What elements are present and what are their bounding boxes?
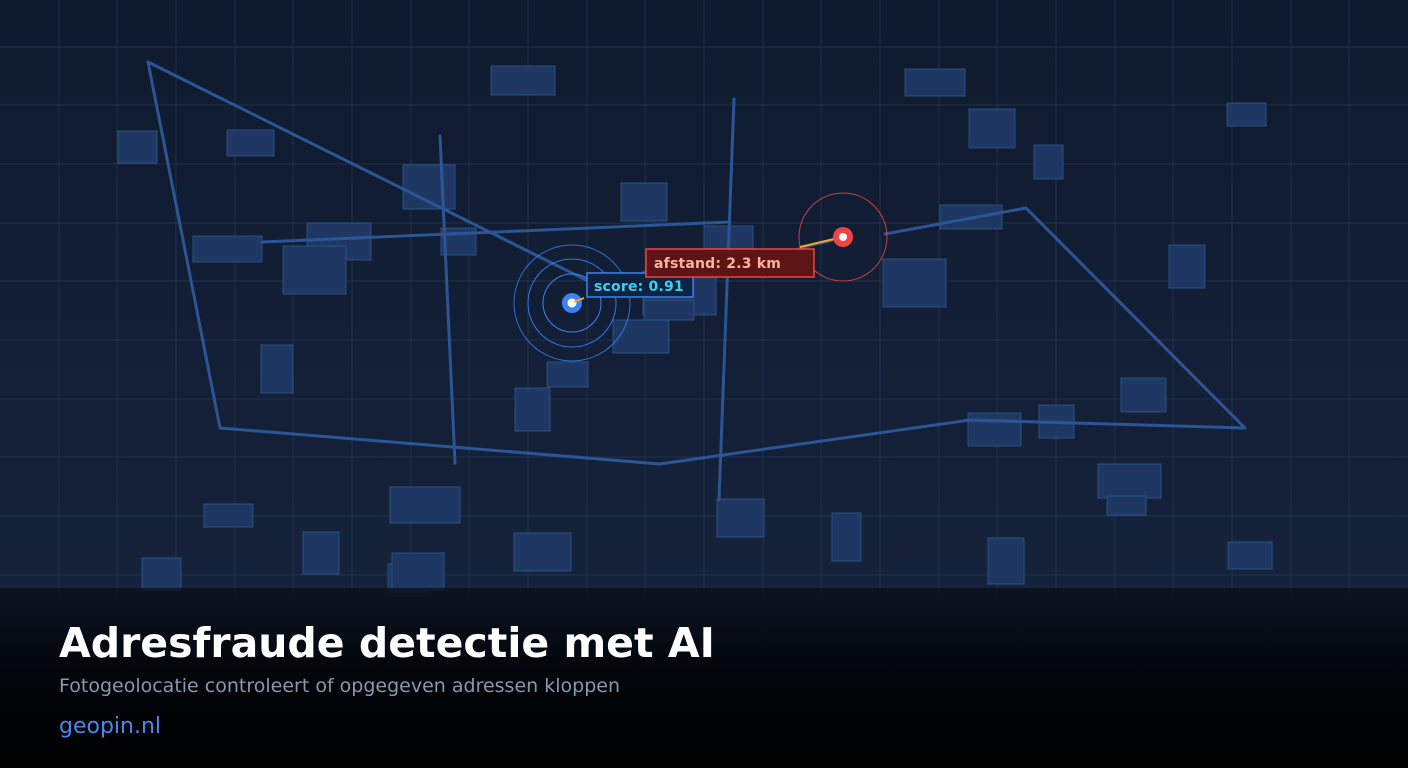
building-blocks xyxy=(117,65,1273,593)
confidence-ring-outer xyxy=(513,244,631,362)
confidence-ring-inner xyxy=(542,273,602,333)
distance-label: afstand: 2.3 km xyxy=(654,256,781,272)
score-label: score: 0.91 xyxy=(594,279,684,295)
confidence-ring-middle xyxy=(527,258,617,348)
website-link[interactable]: geopin.nl xyxy=(59,714,162,739)
address-pin-icon xyxy=(833,227,853,247)
score-tag: score: 0.91 xyxy=(586,272,694,298)
road-western-boundary xyxy=(146,60,1247,466)
photo-location-marker[interactable] xyxy=(513,244,631,362)
distance-tag: afstand: 2.3 km xyxy=(645,248,815,278)
road-north-south-east xyxy=(717,97,736,502)
info-banner xyxy=(0,588,1408,768)
road-central-crossing xyxy=(260,220,732,244)
address-location-marker[interactable] xyxy=(798,192,888,282)
address-radius-ring xyxy=(798,192,888,282)
distance-tag-box xyxy=(645,248,815,278)
camera-location-marker-icon xyxy=(562,293,585,313)
page-title: Adresfraude detectie met AI xyxy=(59,619,715,667)
road-north-south-west xyxy=(438,134,457,465)
distance-connector xyxy=(799,238,835,248)
score-tag-box xyxy=(586,272,694,298)
road-western-loop xyxy=(146,60,592,284)
page-subtitle: Fotogeolocatie controleert of opgegeven … xyxy=(59,675,620,697)
